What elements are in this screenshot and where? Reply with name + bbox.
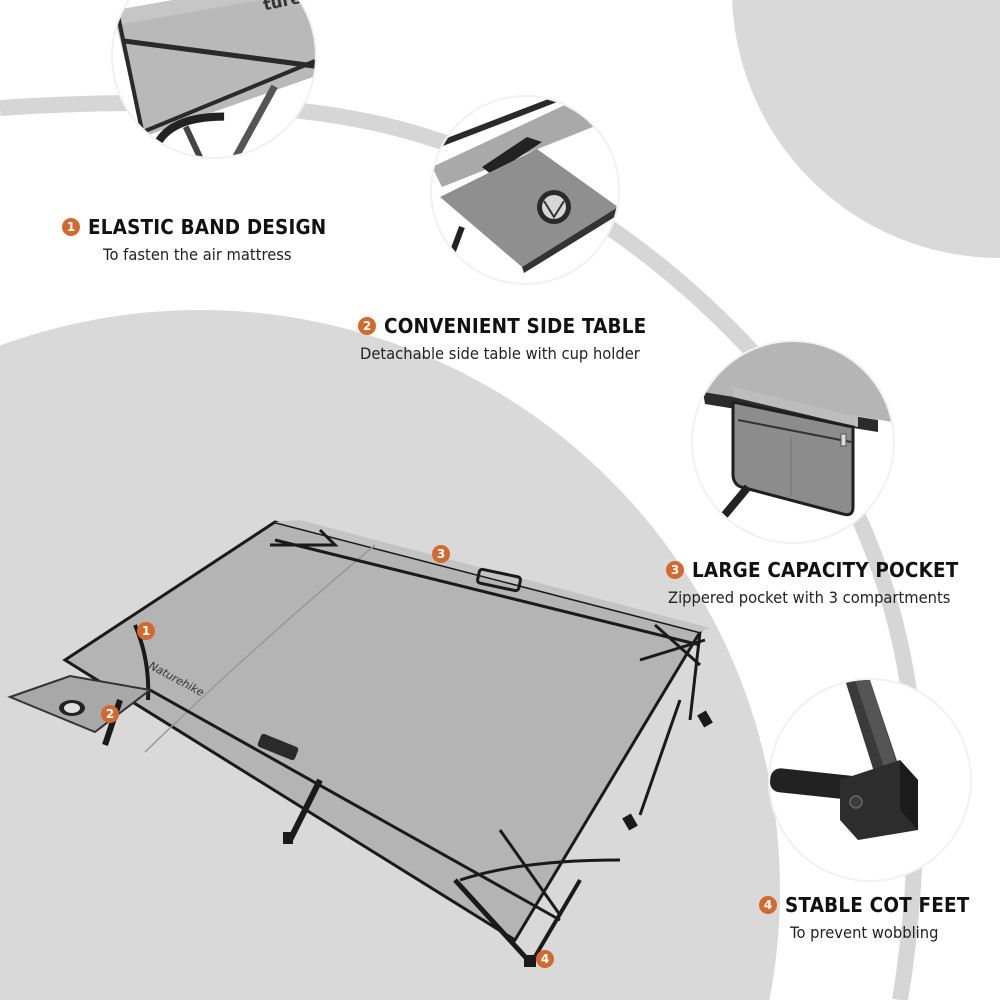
callout-2: 2 <box>101 705 119 723</box>
cot-foot-detail-icon <box>770 680 918 840</box>
detail-image-cot-foot <box>770 680 970 880</box>
feature-subtitle: To prevent wobbling <box>790 923 939 942</box>
feature-cot-feet: 4 STABLE COT FEET To prevent wobbling <box>759 893 986 942</box>
feature-elastic-band: 1 ELASTIC BAND DESIGN To fasten the air … <box>62 215 347 264</box>
number-badge-1: 1 <box>62 218 80 236</box>
cot-bed-fabric <box>62 520 703 943</box>
detail-image-elastic-band: tureh <box>113 0 315 157</box>
number-badge-3: 3 <box>666 561 684 579</box>
feature-title: STABLE COT FEET <box>785 893 970 917</box>
callout-4: 4 <box>536 950 554 968</box>
elastic-band-detail-icon: tureh <box>113 0 315 157</box>
top-right-backdrop-circle <box>732 0 1000 258</box>
callout-3: 3 <box>432 545 450 563</box>
feature-title: LARGE CAPACITY POCKET <box>692 558 959 582</box>
pocket-detail-icon <box>693 342 893 520</box>
feature-title: ELASTIC BAND DESIGN <box>88 215 327 239</box>
detail-image-side-table <box>432 97 618 283</box>
feature-subtitle: Detachable side table with cup holder <box>360 344 640 363</box>
side-table-detail-icon <box>432 97 618 273</box>
feature-subtitle: Zippered pocket with 3 compartments <box>668 588 951 607</box>
feature-side-table: 2 CONVENIENT SIDE TABLE Detachable side … <box>358 314 669 363</box>
feature-title: CONVENIENT SIDE TABLE <box>384 314 647 338</box>
number-badge-4: 4 <box>759 896 777 914</box>
feature-pocket: 3 LARGE CAPACITY POCKET Zippered pocket … <box>666 558 982 607</box>
number-badge-2: 2 <box>358 317 376 335</box>
detail-image-pocket <box>693 342 893 542</box>
feature-subtitle: To fasten the air mattress <box>103 245 292 264</box>
callout-1: 1 <box>137 622 155 640</box>
